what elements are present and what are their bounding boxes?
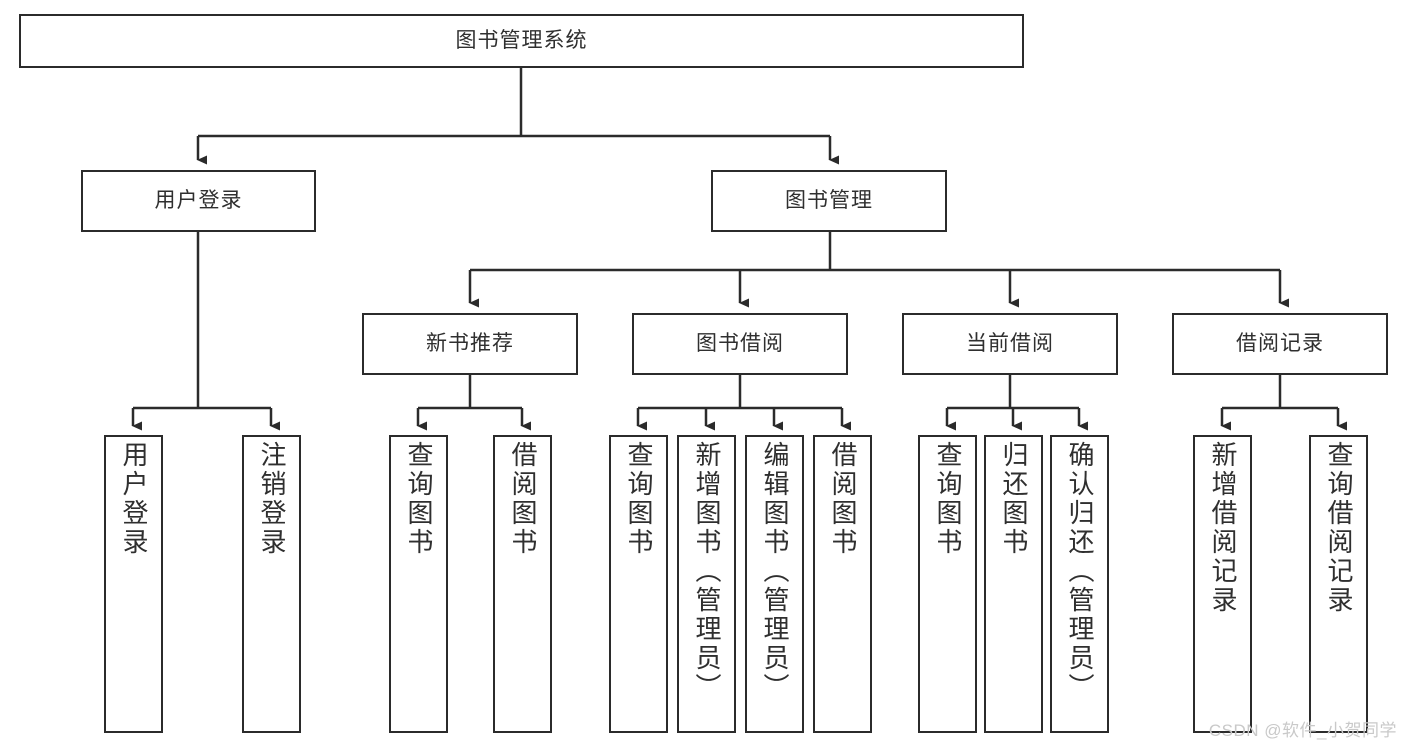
node-label: 归还图书 xyxy=(999,441,1030,557)
leaf-current-return-book[interactable]: 归还图书 xyxy=(984,435,1043,733)
node-current-borrow[interactable]: 当前借阅 xyxy=(902,313,1118,375)
node-label: 编辑图书（管理员） xyxy=(760,441,791,702)
leaf-recommend-borrow-book[interactable]: 借阅图书 xyxy=(493,435,552,733)
node-borrow-record[interactable]: 借阅记录 xyxy=(1172,313,1388,375)
leaf-borrow-query-book[interactable]: 查询图书 xyxy=(609,435,668,733)
leaf-borrow-add-book-admin[interactable]: 新增图书（管理员） xyxy=(677,435,736,733)
node-label: 新增图书（管理员） xyxy=(692,441,723,702)
node-label: 新增借阅记录 xyxy=(1208,441,1239,615)
node-root-system[interactable]: 图书管理系统 xyxy=(19,14,1024,68)
node-label: 查询图书 xyxy=(404,441,435,557)
node-label: 图书管理系统 xyxy=(455,29,588,53)
node-book-management[interactable]: 图书管理 xyxy=(711,170,947,232)
node-label: 图书管理 xyxy=(785,189,873,213)
node-user-login[interactable]: 用户登录 xyxy=(81,170,316,232)
leaf-current-confirm-return-admin[interactable]: 确认归还（管理员） xyxy=(1050,435,1109,733)
node-label: 借阅图书 xyxy=(828,441,859,557)
leaf-recommend-query-book[interactable]: 查询图书 xyxy=(389,435,448,733)
leaf-borrow-borrow-book[interactable]: 借阅图书 xyxy=(813,435,872,733)
leaf-record-add-record[interactable]: 新增借阅记录 xyxy=(1193,435,1252,733)
leaf-record-query-record[interactable]: 查询借阅记录 xyxy=(1309,435,1368,733)
node-label: 当前借阅 xyxy=(966,332,1054,356)
node-label: 注销登录 xyxy=(257,441,288,557)
csdn-watermark: CSDN @软件_小贺同学 xyxy=(1208,721,1397,740)
leaf-current-query-book[interactable]: 查询图书 xyxy=(918,435,977,733)
node-label: 查询图书 xyxy=(624,441,655,557)
node-label: 用户登录 xyxy=(154,189,243,213)
node-label: 用户登录 xyxy=(119,441,150,557)
node-label: 图书借阅 xyxy=(696,332,784,356)
node-label: 查询借阅记录 xyxy=(1324,441,1355,615)
leaf-user-login-login[interactable]: 用户登录 xyxy=(104,435,163,733)
node-label: 借阅记录 xyxy=(1236,332,1324,356)
node-new-book-recommend[interactable]: 新书推荐 xyxy=(362,313,578,375)
node-label: 查询图书 xyxy=(933,441,964,557)
node-label: 借阅图书 xyxy=(508,441,539,557)
leaf-user-login-logout[interactable]: 注销登录 xyxy=(242,435,301,733)
node-book-borrow[interactable]: 图书借阅 xyxy=(632,313,848,375)
leaf-borrow-edit-book-admin[interactable]: 编辑图书（管理员） xyxy=(745,435,804,733)
node-label: 新书推荐 xyxy=(426,332,514,356)
node-label: 确认归还（管理员） xyxy=(1065,441,1096,702)
